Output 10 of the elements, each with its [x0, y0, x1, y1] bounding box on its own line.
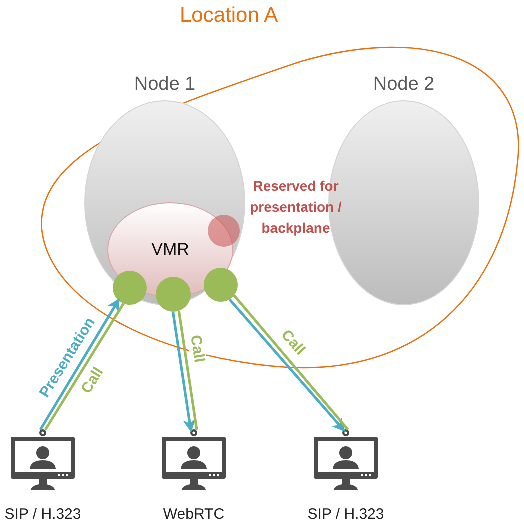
vmr-label: VMR [150, 240, 190, 260]
reserved-note: Reserved for presentation / backplane [249, 177, 343, 238]
node-title: Node 2 [372, 74, 436, 96]
endpoint-label: WebRTC [162, 506, 226, 523]
endpoint-label: SIP / H.323 [4, 506, 82, 523]
edge-label: Call [186, 332, 207, 364]
connection-arrow [172, 312, 196, 433]
node-title: Node 1 [133, 74, 197, 96]
endpoint-label: SIP / H.323 [306, 506, 386, 523]
location-title: Location A [180, 4, 278, 28]
